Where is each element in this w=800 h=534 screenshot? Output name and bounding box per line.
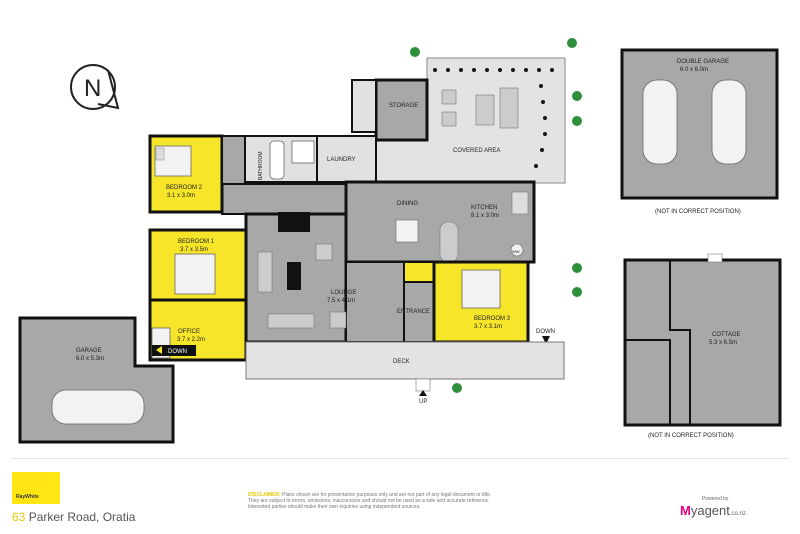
bedroom-3-size: 3.7 x 3.1m bbox=[474, 324, 502, 330]
lounge-label: LOUNGE bbox=[331, 290, 356, 296]
living-area: LOUNGE 7.5 x 4.1m DINING WW KITCHEN 8.1 … bbox=[244, 180, 536, 344]
raywhite-logo-text: RayWhite bbox=[16, 494, 39, 500]
ww-label: WW bbox=[512, 249, 520, 254]
bedroom-1-label: BEDROOM 1 bbox=[178, 239, 215, 245]
shower-room bbox=[351, 79, 377, 133]
double-garage: DOUBLE GARAGE 6.0 x 6.0m (NOT IN CORRECT… bbox=[620, 48, 779, 215]
disclaimer: DISCLAIMER: Plans shown are for presenta… bbox=[248, 492, 578, 510]
property-address: 63 Parker Road, Oratia bbox=[12, 510, 135, 524]
disclaimer-heading: DISCLAIMER: bbox=[248, 492, 281, 498]
covered-area-label: COVERED AREA bbox=[453, 148, 500, 154]
double-garage-label: DOUBLE GARAGE bbox=[677, 59, 729, 65]
not-correct-position-2: (NOT IN CORRECT POSITION) bbox=[648, 433, 734, 439]
tree-icon bbox=[567, 38, 577, 48]
entrance-label: ENTRANCE bbox=[397, 309, 430, 315]
arrow-down-icon bbox=[542, 336, 550, 344]
covered-area: COVERED AREA bbox=[376, 57, 566, 184]
arrow-left-icon bbox=[156, 346, 162, 354]
office-down-label: DOWN bbox=[168, 349, 187, 355]
wardrobe bbox=[221, 135, 246, 185]
storage-room: STORAGE bbox=[374, 78, 429, 142]
bedroom-1: BEDROOM 1 3.7 x 3.5m bbox=[148, 228, 248, 302]
bathroom-label: BATHROOM bbox=[258, 151, 264, 180]
cottage-label: COTTAGE bbox=[712, 332, 741, 338]
laundry: LAUNDRY bbox=[316, 135, 377, 183]
not-correct-position-1: (NOT IN CORRECT POSITION) bbox=[655, 209, 741, 215]
bedroom-3: BEDROOM 3 3.7 x 3.1m bbox=[432, 260, 530, 344]
storage-label: STORAGE bbox=[389, 103, 418, 109]
deck: DECK UP bbox=[245, 341, 565, 405]
myagent-logo-m: M bbox=[680, 503, 691, 518]
powered-by: Powered by bbox=[702, 496, 729, 502]
tree-icon bbox=[452, 383, 462, 393]
bedroom-2-label: BEDROOM 2 bbox=[166, 185, 203, 191]
garage-label: GARAGE bbox=[76, 348, 102, 354]
tree-icon bbox=[572, 116, 582, 126]
north-arrow-icon: N bbox=[70, 64, 120, 110]
bedroom-2: BEDROOM 2 3.1 x 3.0m bbox=[148, 134, 224, 214]
lounge-size: 7.5 x 4.1m bbox=[327, 298, 355, 304]
kitchen-label: KITCHEN bbox=[471, 205, 497, 211]
car-icon bbox=[642, 79, 678, 165]
bedroom-1-size: 3.7 x 3.5m bbox=[180, 247, 208, 253]
bathroom: BATHROOM bbox=[244, 135, 318, 183]
fireplace bbox=[278, 212, 310, 232]
tree-icon bbox=[572, 287, 582, 297]
cottage-size: 5.3 x 6.5m bbox=[709, 340, 737, 346]
tree-icon bbox=[410, 47, 420, 57]
bedroom-3-label: BEDROOM 3 bbox=[474, 316, 511, 322]
deck-label: DECK bbox=[393, 359, 410, 365]
tree-icon bbox=[572, 91, 582, 101]
hallway bbox=[221, 183, 347, 215]
double-garage-size: 6.0 x 6.0m bbox=[680, 67, 708, 73]
bedroom-3-down-label: DOWN bbox=[536, 329, 555, 335]
disclaimer-line-2: They are subject to errors, omissions, i… bbox=[248, 498, 490, 504]
garage: GARAGE 6.0 x 5.3m bbox=[18, 316, 175, 444]
car-icon bbox=[711, 79, 747, 165]
up-label: UP bbox=[419, 399, 427, 405]
disclaimer-line-1: Plans shown are for presentation purpose… bbox=[280, 492, 492, 498]
myagent-logo-text: yagent bbox=[690, 503, 730, 518]
footer-divider bbox=[12, 458, 788, 459]
address-number: 63 bbox=[12, 510, 26, 524]
office-label: OFFICE bbox=[178, 329, 200, 335]
bedroom-2-size: 3.1 x 3.0m bbox=[167, 193, 195, 199]
myagent-logo: Myagent.co.nz bbox=[680, 503, 746, 518]
office: OFFICE 3.7 x 2.2m DOWN bbox=[148, 298, 248, 362]
garage-size: 6.0 x 5.3m bbox=[76, 356, 104, 362]
myagent-logo-tld: .co.nz bbox=[729, 511, 746, 517]
dining-label: DINING bbox=[397, 201, 418, 207]
tree-icons bbox=[410, 38, 582, 393]
disclaimer-line-3: Interested parties should make their own… bbox=[248, 504, 421, 510]
raywhite-logo bbox=[12, 472, 60, 504]
office-size: 3.7 x 2.2m bbox=[177, 337, 205, 343]
kitchen-size: 8.1 x 3.0m bbox=[471, 213, 499, 219]
laundry-label: LAUNDRY bbox=[327, 157, 356, 163]
cottage: COTTAGE 5.3 x 6.5m (NOT IN CORRECT POSIT… bbox=[623, 253, 782, 439]
north-label: N bbox=[84, 75, 101, 102]
car-icon bbox=[51, 389, 145, 425]
tree-icon bbox=[572, 263, 582, 273]
address-street: Parker Road, Oratia bbox=[25, 510, 136, 524]
arrow-up-icon bbox=[419, 390, 427, 396]
